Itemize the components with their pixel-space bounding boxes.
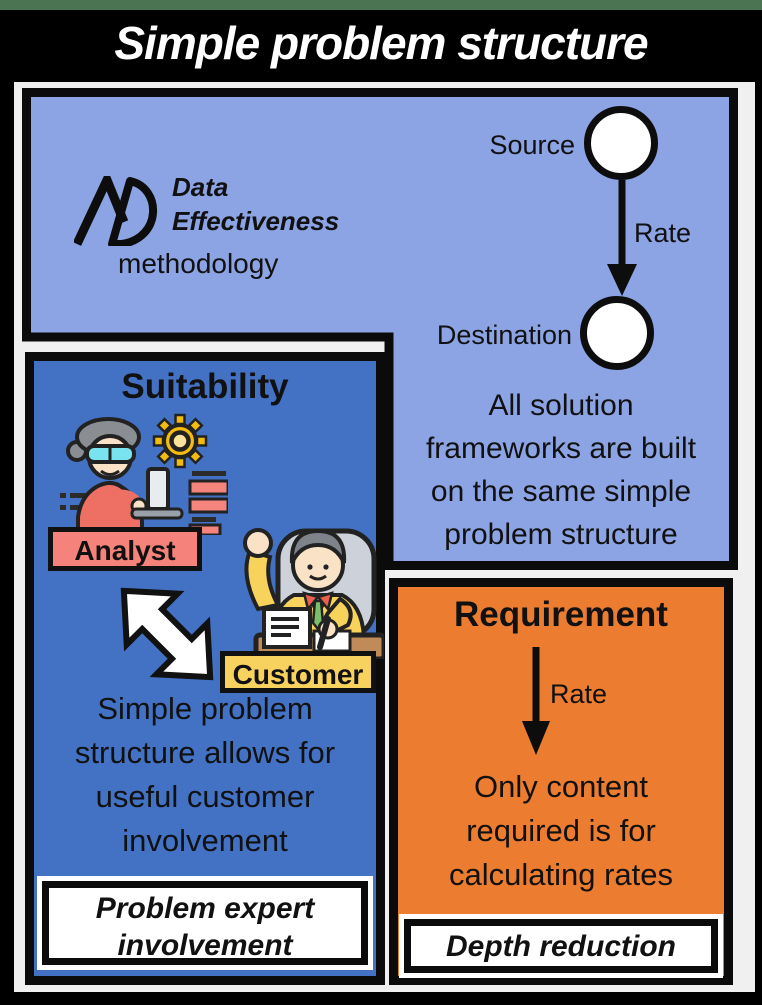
requirement-body: Only content required is for calculating…	[448, 769, 673, 892]
suitability-footer-box: Problem expert involvement	[42, 881, 368, 965]
destination-node	[580, 296, 654, 370]
analyst-tag: Analyst	[48, 527, 202, 571]
logo-word-methodology: methodology	[118, 248, 279, 279]
logo-word-data: Data	[172, 172, 229, 202]
report-bars-icon	[188, 471, 228, 535]
source-label: Source	[489, 130, 575, 160]
structure-panel-background	[22, 88, 738, 570]
customer-tag: Customer	[220, 651, 376, 693]
suitability-panel: Suitability	[25, 352, 385, 985]
rate-label-top: Rate	[634, 218, 692, 248]
rate-label-requirement: Rate	[550, 679, 608, 709]
customer-icon	[243, 528, 384, 659]
requirement-panel: Requirement Rate Only content required i…	[389, 578, 733, 985]
suitability-heading: Suitability	[121, 367, 289, 406]
analyst-icon	[60, 413, 228, 535]
logo-word-effectiveness: Effectiveness	[172, 206, 340, 236]
requirement-heading: Requirement	[454, 595, 668, 634]
ad-logo-icon	[74, 176, 157, 246]
suitability-body: Simple problem structure allows for usef…	[74, 691, 336, 858]
structure-caption: All solution frameworks are built on the…	[425, 389, 697, 551]
top-green-strip	[0, 0, 762, 10]
requirement-footer-box: Depth reduction	[404, 919, 718, 973]
slide-title: Simple problem structure	[114, 17, 648, 69]
rate-arrow-icon	[522, 647, 550, 755]
source-node	[584, 106, 658, 180]
structure-panel-shape	[22, 88, 738, 570]
destination-label: Destination	[436, 320, 572, 350]
exchange-arrow-icon	[120, 587, 214, 681]
rate-arrow-icon	[607, 180, 637, 296]
gear-icon	[152, 413, 208, 469]
